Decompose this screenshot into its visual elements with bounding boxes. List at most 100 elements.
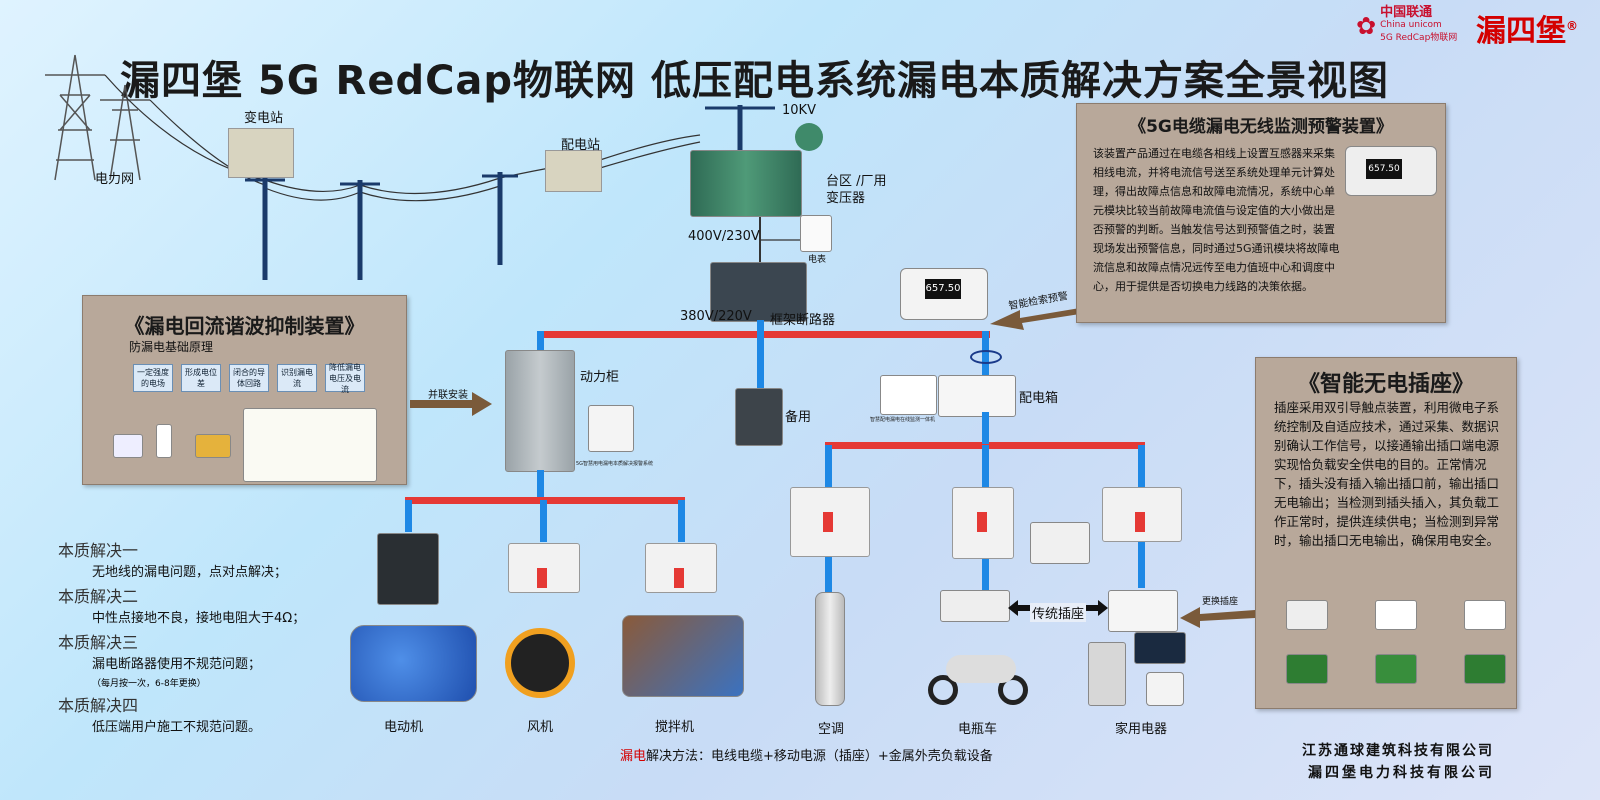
standby-breaker-icon — [735, 388, 783, 446]
bottom-solution-line: 漏电解决方法：电线电缆+移动电源（插座）+金属外壳负载设备 — [620, 745, 993, 764]
solution-note: （每月按一次，6-8年更换） — [92, 679, 206, 689]
feeder-appliance-down — [1138, 540, 1145, 588]
transformer-label-2: 变压器 — [826, 191, 866, 206]
socket-product-icon — [1464, 600, 1506, 630]
solution-head: 本质解决四 — [58, 696, 139, 715]
distribution-station-icon — [545, 150, 602, 192]
motor-icon — [350, 625, 477, 702]
feeder-motor — [405, 500, 412, 532]
feeder-cabinet-down — [537, 470, 544, 500]
solution-head: 本质解决一 — [58, 541, 139, 560]
smart-socket-icon — [1108, 590, 1178, 632]
kv-label: 10KV — [782, 103, 816, 118]
replace-socket-label: 更换插座 — [1202, 597, 1239, 607]
china-unicom-logo: ✿ 中国联通 China unicom 5G RedCap物联网 — [1356, 6, 1457, 45]
feeder-ebike — [982, 445, 989, 487]
monitor-device-icon — [880, 375, 937, 415]
feeder-power-cabinet — [537, 331, 544, 356]
main-bus — [540, 331, 990, 338]
traditional-socket-icon — [940, 590, 1010, 622]
socket-product-icon — [1375, 600, 1417, 630]
circuit-board-icon — [1375, 654, 1417, 684]
reg-mark: ® — [1566, 19, 1578, 33]
solution-text: 中性点接地不良，接地电阻大于4Ω； — [92, 611, 306, 626]
alarm-device-caption: 5G智慧用电漏电本质解决报警系统 — [576, 461, 654, 467]
ac-breaker-icon — [790, 487, 870, 557]
fan-icon — [505, 628, 575, 698]
fan-label: 风机 — [527, 720, 554, 735]
device-image-icon — [113, 434, 143, 458]
feeder-ac-down — [825, 555, 832, 595]
distribution-box-icon — [938, 375, 1016, 417]
power-net-label: 电力网 — [95, 172, 135, 187]
appliances-icon — [1088, 632, 1193, 707]
pylon-icon — [45, 54, 150, 181]
socket-product-row — [1286, 600, 1506, 630]
flow-step: 降低漏电电压及电流 — [325, 363, 365, 394]
company-1: 江苏通球建筑科技有限公司 — [1302, 743, 1494, 759]
parallel-install-label: 并联安装 — [428, 390, 468, 401]
current-sensor-icon — [970, 350, 1002, 364]
circuit-board-row — [1286, 654, 1506, 684]
brand-logo: 漏四堡® — [1476, 6, 1578, 50]
distribution-box-label: 配电箱 — [1019, 391, 1059, 406]
feeder-box-down — [982, 412, 989, 444]
unicom-sub: 5G RedCap物联网 — [1380, 33, 1458, 43]
ebike-icon — [928, 635, 1033, 705]
smart-socket-panel: 《智能无电插座》 插座采用双引导触点装置，利用微电子系统控制及自适应技术，通过采… — [1255, 357, 1517, 709]
company-2: 漏四堡电力科技有限公司 — [1308, 765, 1495, 781]
mixer-label: 搅拌机 — [655, 720, 695, 735]
flow-step: 形成电位差 — [181, 364, 221, 392]
ebike-label: 电瓶车 — [958, 722, 998, 737]
mixer-icon — [622, 615, 744, 697]
harmonic-panel-subtitle: 防漏电基础原理 — [129, 340, 214, 354]
socket-product-icon — [1286, 600, 1328, 630]
solution-text: 无地线的漏电问题，点对点解决； — [92, 565, 288, 580]
feeder-fan — [540, 500, 547, 542]
replace-arrow-icon — [1180, 607, 1255, 628]
warning-device-icon: 657.50 — [900, 268, 988, 320]
brand-name: 漏四堡 — [1476, 14, 1566, 49]
transformer-label-1: 台区 /厂用 — [826, 174, 887, 189]
flow-step: 识别漏电流 — [277, 364, 317, 392]
feeder-mixer — [678, 500, 685, 542]
appliance-breaker-icon — [1102, 487, 1182, 542]
unicom-name: 中国联通 — [1380, 5, 1433, 20]
mixer-breaker-icon — [645, 543, 717, 593]
solution-text: 漏电断路器使用不规范问题； — [92, 657, 262, 672]
device-image-icon — [156, 424, 172, 458]
feeder-appliance — [1138, 445, 1145, 487]
circuit-board-icon — [1286, 654, 1328, 684]
solutions-list: 本质解决一 无地线的漏电问题，点对点解决； 本质解决二 中性点接地不良，接地电阻… — [58, 537, 348, 735]
monitor-device-caption: 智慧配电漏电在线监测一体机 — [870, 417, 936, 423]
voltage-label-400: 400V/230V — [688, 229, 760, 244]
substation-label: 变电站 — [244, 111, 284, 126]
transformer-conservator-icon — [795, 123, 823, 151]
cable-monitor-panel: 《5G电缆漏电无线监测预警装置》 657.50 该装置产品通过在电缆各相线上设置… — [1076, 103, 1446, 323]
device-image-icon — [195, 434, 231, 458]
power-cabinet-icon — [505, 350, 575, 472]
transformer-icon — [690, 150, 802, 217]
ac-label: 空调 — [818, 722, 845, 737]
power-cabinet-label: 动力柜 — [580, 370, 620, 385]
meter-label: 电表 — [808, 255, 827, 265]
feeder-ebike-down — [982, 558, 989, 590]
cable-device-display: 657.50 — [1366, 159, 1402, 179]
socket-panel-text: 插座采用双引导触点装置，利用微电子系统控制及自适应技术，通过采集、数据识别确认工… — [1274, 400, 1500, 548]
solution-head: 本质解决三 — [58, 633, 139, 652]
motor-label: 电动机 — [384, 720, 424, 735]
harmonic-device-panel: 《漏电回流谐波抑制装置》 防漏电基础原理 一定强度的电场 形成电位差 闭合的导体… — [82, 295, 407, 485]
feeder-standby — [757, 320, 764, 390]
circuit-diagram-image — [243, 408, 377, 482]
solution-text: 低压端用户施工不规范问题。 — [92, 720, 262, 735]
feeder-ac — [825, 445, 832, 487]
ac-icon — [815, 592, 845, 706]
frame-breaker-icon — [710, 262, 807, 322]
solution-head: 本质解决二 — [58, 587, 139, 606]
fan-breaker-icon — [508, 543, 580, 593]
meter-icon — [800, 215, 832, 252]
substation-building-icon — [228, 128, 294, 178]
cable-panel-text: 该装置产品通过在电缆各相线上设置互感器来采集相线电流，并将电流信号送至系统处理单… — [1093, 147, 1340, 293]
flow-step: 一定强度的电场 — [133, 364, 173, 392]
